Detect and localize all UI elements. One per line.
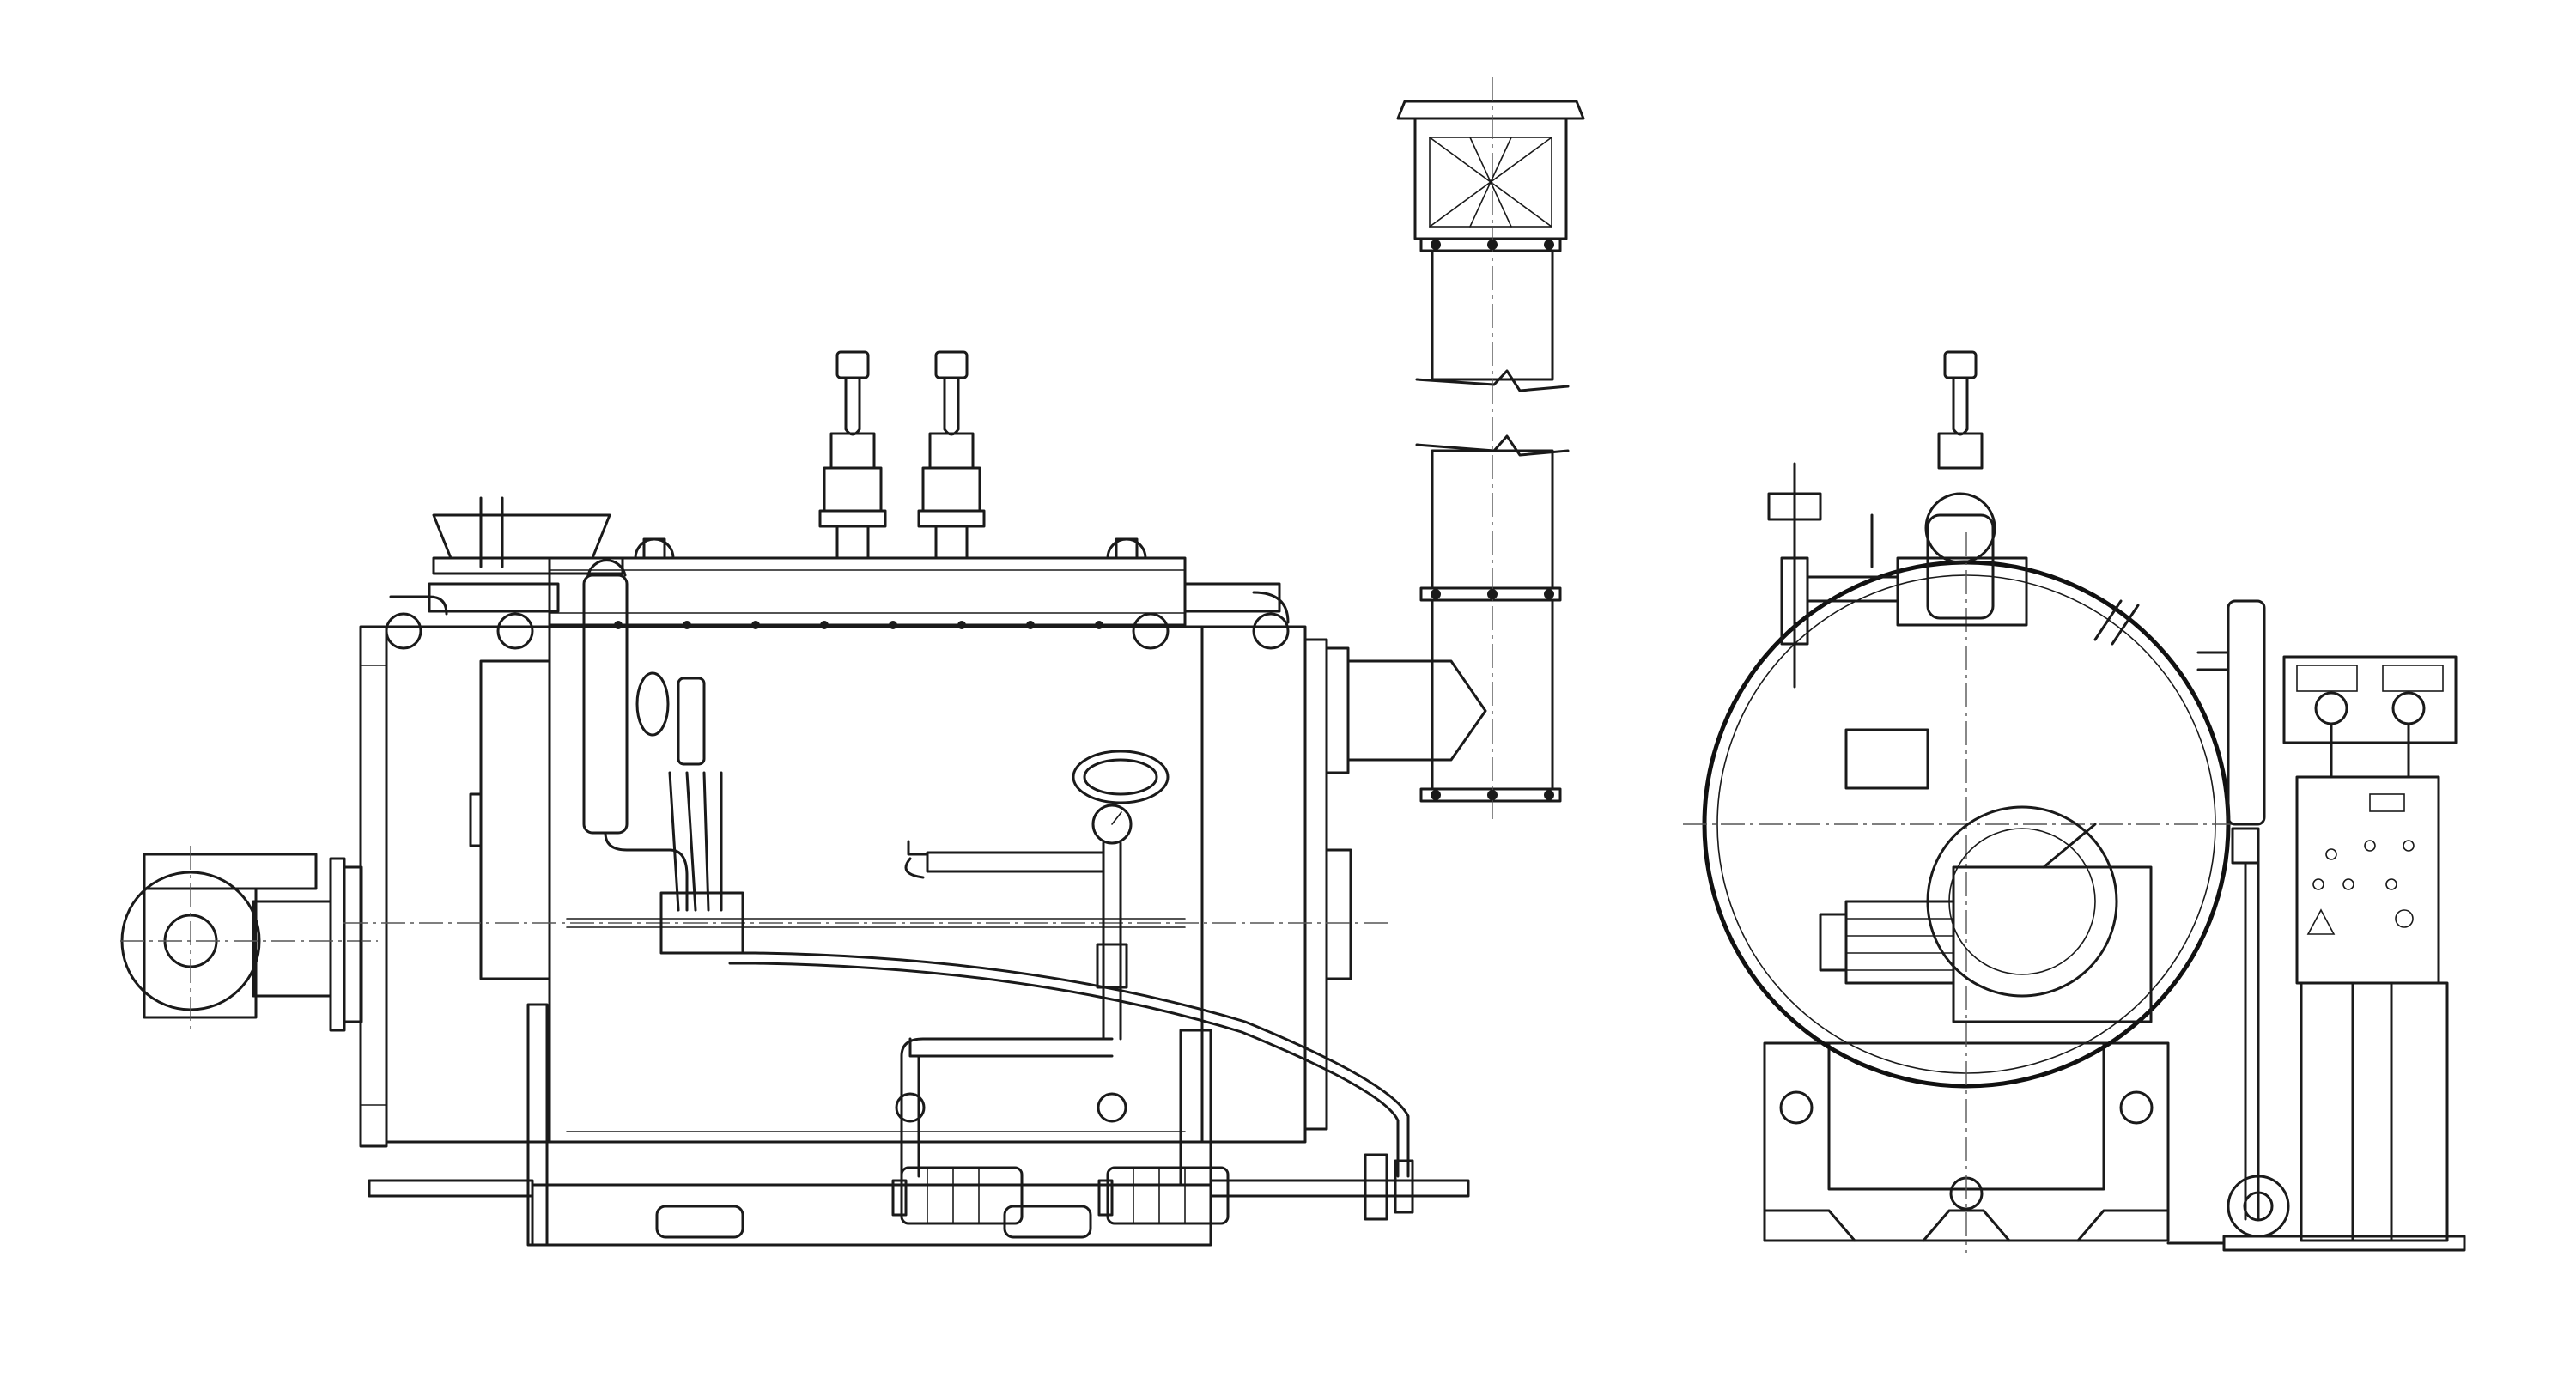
- end-pump-base: [2166, 1175, 2466, 1252]
- safety-valve-2: [917, 350, 986, 560]
- feed-tank: [531, 1183, 1212, 1247]
- junction-box: [659, 891, 744, 955]
- end-base-rail: [2222, 1235, 2466, 1252]
- gauge-board: [2282, 655, 2458, 744]
- end-burner: [1819, 805, 2153, 1023]
- top-hopper-box: [432, 496, 624, 575]
- corner-pipes: [385, 582, 1290, 650]
- steam-header: [548, 556, 1187, 627]
- burner-plate: [343, 865, 363, 1023]
- end-top-fittings: [1767, 350, 2140, 689]
- warning-triangle-icon: [2306, 908, 2336, 935]
- furnace-door: [479, 659, 551, 980]
- flue-outlet: [1325, 646, 1487, 774]
- manhole-cover: [1072, 750, 1170, 804]
- end-safety-valve: [1943, 350, 1978, 379]
- burner-flange-ring: [1926, 805, 2118, 998]
- burner: [120, 846, 378, 1032]
- burner-body: [1952, 865, 2153, 1023]
- feed-tank-skid: [368, 1003, 1470, 1247]
- rear-inspection-cover: [1325, 848, 1352, 980]
- control-panel: [2282, 655, 2458, 1242]
- feed-pumps: [891, 1166, 1230, 1225]
- end-shell: [1683, 532, 2250, 1253]
- lifting-lug-right: [1106, 537, 1147, 560]
- panel-display: [2369, 793, 2405, 812]
- pressure-gauge: [1091, 804, 1133, 845]
- safety-valve-1: [818, 350, 887, 560]
- base-rail-right: [1209, 1179, 1470, 1198]
- end-elevation-view: [1683, 350, 2466, 1253]
- burner-base: [143, 887, 258, 1019]
- feed-pump-1: [900, 1166, 1024, 1225]
- end-water-column: [2196, 599, 2266, 1221]
- bolt-markers: [614, 240, 1554, 800]
- control-cabinet: [2295, 775, 2440, 985]
- pressure-assembly: [904, 750, 1170, 1041]
- front-door-plate: [359, 625, 388, 1148]
- feed-lines: [728, 951, 1410, 1178]
- base-rail-left: [368, 1179, 534, 1198]
- front-door: [359, 625, 551, 1148]
- panel-stand: [2300, 981, 2449, 1242]
- side-elevation-view: [120, 77, 1585, 1247]
- burner-neck: [252, 900, 332, 998]
- sight-glass: [677, 677, 706, 766]
- boiler-shell: [343, 625, 1391, 1144]
- chimney-stack: [1396, 77, 1585, 824]
- lifting-lug-left: [634, 537, 675, 560]
- burner-mounting-flange: [329, 857, 346, 1032]
- chimney-cap: [1396, 100, 1585, 120]
- boiler-shell-outline: [385, 625, 1307, 1144]
- water-column: [582, 559, 744, 955]
- flue-box: [1346, 659, 1487, 762]
- water-column-body: [582, 574, 629, 835]
- safety-valves: [818, 350, 986, 560]
- nameplate: [1844, 728, 1929, 790]
